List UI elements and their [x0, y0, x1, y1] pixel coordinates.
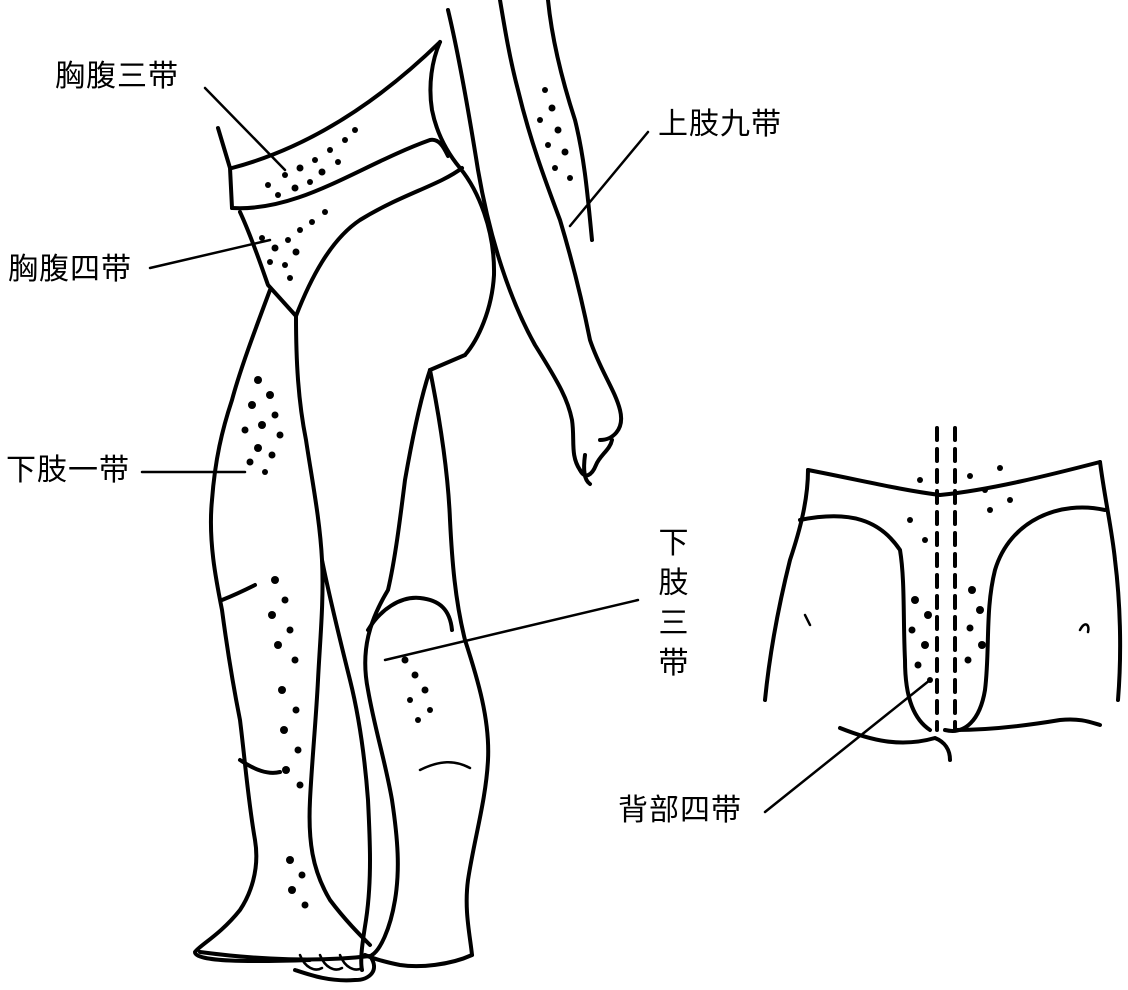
- back-foot: [363, 953, 474, 969]
- back-left-mark: [803, 613, 812, 627]
- lower-body-figure: [193, 0, 624, 983]
- label-chest-abdomen-4: 胸腹四带: [8, 252, 132, 287]
- leader-back-4: [763, 678, 932, 814]
- leader-lower-limb-3: [383, 598, 640, 662]
- back-right-mark: [1078, 623, 1090, 634]
- label-lower-limb-1: 下肢一带: [6, 453, 130, 488]
- back-left-outline: [763, 468, 810, 702]
- back-waist-line: [806, 460, 1102, 497]
- back-leg-outer: [428, 368, 491, 957]
- leader-upper-limb-9: [568, 130, 650, 228]
- back-knee-outline: [366, 595, 454, 632]
- leader-chest-abdomen-4: [148, 238, 272, 270]
- back-heel-line: [418, 761, 472, 772]
- hip-to-thigh: [428, 353, 467, 372]
- leader-lines: [140, 86, 932, 814]
- back-figure: [763, 426, 1123, 762]
- abdomen-band-mid: [230, 137, 450, 211]
- acupoint-dots-back-4: [907, 465, 1013, 683]
- front-leg-outer: [193, 288, 312, 964]
- arm-inner: [498, 0, 624, 442]
- abdomen-band-top: [230, 40, 442, 170]
- back-right-outline: [1098, 460, 1123, 702]
- label-chest-abdomen-3: 胸腹三带: [55, 59, 179, 94]
- acupoint-dots-lower-limb-3: [401, 656, 433, 723]
- front-leg-inner: [294, 314, 372, 947]
- hip-outline: [458, 166, 497, 357]
- front-calf-line: [238, 758, 282, 775]
- back-buttock-crease: [838, 726, 952, 762]
- arm-outer: [446, 8, 582, 472]
- back-right-crease: [953, 717, 1102, 732]
- label-back-4: 背部四带: [618, 793, 742, 828]
- torso-front-right: [428, 40, 462, 170]
- back-leg-front-line: [320, 558, 372, 972]
- hand: [578, 438, 614, 486]
- front-foot: [198, 950, 376, 983]
- back-right-hip: [943, 505, 1107, 733]
- leader-chest-abdomen-3: [203, 86, 287, 172]
- front-knee-line: [220, 583, 257, 602]
- abdomen-band-bottom: [238, 210, 298, 318]
- torso-upper-outline: [216, 126, 234, 210]
- acupoint-dots-upper-limb-9: [537, 87, 573, 181]
- label-upper-limb-9: 上肢九带: [658, 107, 782, 142]
- acupoint-dots-chest-abdomen: [259, 127, 358, 281]
- label-lower-limb-3: 下肢三带: [658, 526, 690, 681]
- buttock-line: [294, 166, 464, 318]
- back-left-hip: [798, 514, 932, 732]
- back-leg-inner: [363, 368, 432, 957]
- acupoint-dots-lower-limb-1: [241, 376, 309, 909]
